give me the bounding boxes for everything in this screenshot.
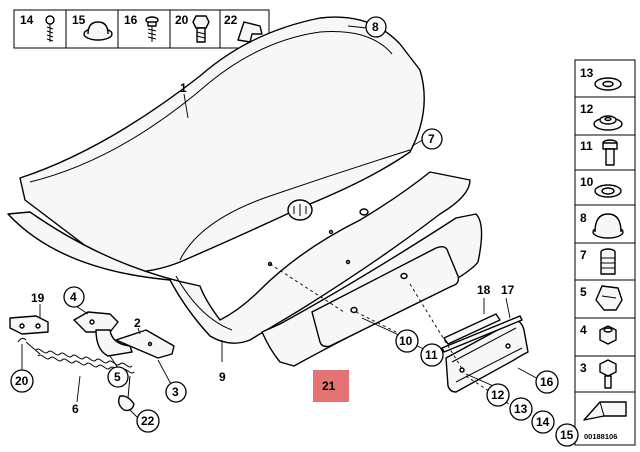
bolt-icon: [602, 139, 618, 166]
trunk-lid: [7, 16, 471, 344]
screw-icon: [145, 16, 159, 42]
hex-bolt-icon: [192, 15, 210, 43]
top-legend: 14 15 16 20 22: [13, 9, 270, 49]
callout-circle-3: [165, 381, 187, 403]
side-legend-label-4: 4: [580, 323, 587, 337]
callout-circle-22: [136, 409, 160, 433]
top-legend-label-20: 20: [175, 13, 189, 27]
callout-circle-8: [365, 16, 387, 38]
hex-bolt-icon: [599, 359, 617, 389]
callout-circle-13: [509, 397, 533, 421]
license-bracket: [441, 313, 529, 393]
top-legend-label-22: 22: [224, 13, 238, 27]
nut-icon: [599, 325, 617, 345]
callout-4: 4: [70, 290, 77, 304]
callout-15: 15: [560, 428, 574, 442]
callout-circle-12: [486, 383, 510, 407]
screw-icon: [45, 15, 55, 42]
callout-17: 17: [501, 283, 515, 297]
callout-12: 12: [491, 388, 505, 402]
callout-3: 3: [172, 385, 179, 399]
callout-1: 1: [180, 81, 187, 95]
callout-circle-10: [395, 329, 419, 353]
callout-19: 19: [31, 291, 45, 305]
top-legend-label-15: 15: [72, 13, 86, 27]
side-legend-label-5: 5: [580, 285, 587, 299]
top-legend-label-14: 14: [20, 13, 34, 27]
callout-circle-5: [107, 366, 129, 388]
side-legend-label-8: 8: [580, 211, 587, 225]
callout-16: 16: [540, 375, 554, 389]
highlight-box: [313, 370, 349, 402]
grommet-icon: [593, 115, 623, 131]
callout-22: 22: [141, 414, 155, 428]
rubber-buffer-icon: [600, 248, 616, 275]
callout-circle-4: [63, 286, 85, 308]
spring-assembly: [9, 311, 175, 412]
callout-21: 21: [322, 379, 336, 393]
side-legend-label-11: 11: [580, 139, 593, 153]
callout-14: 14: [536, 415, 550, 429]
callout-circle-20: [10, 369, 34, 393]
callout-circle-16: [535, 370, 559, 394]
callout-11: 11: [425, 348, 438, 362]
top-legend-label-16: 16: [124, 13, 138, 27]
callout-8: 8: [372, 20, 379, 34]
callout-circle-11: [420, 343, 444, 367]
callout-20: 20: [15, 374, 29, 388]
callout-10: 10: [399, 334, 413, 348]
cap-icon: [592, 213, 624, 239]
side-legend-label-12: 12: [580, 102, 594, 116]
callout-circle-14: [531, 410, 555, 434]
washer-icon: [594, 184, 622, 198]
callout-circle-15: [555, 423, 579, 447]
document-id: 00188106: [584, 432, 617, 441]
plug-icon: [83, 21, 113, 41]
callout-13: 13: [514, 402, 528, 416]
callout-9: 9: [219, 370, 226, 384]
callout-7: 7: [428, 132, 435, 146]
callout-6: 6: [72, 402, 79, 416]
side-legend: 13 12 11 10 8 7 5 4 3: [574, 59, 636, 446]
side-legend-label-10: 10: [580, 175, 594, 189]
callout-18: 18: [477, 283, 491, 297]
clip-icon: [595, 285, 623, 311]
side-legend-label-3: 3: [580, 361, 587, 375]
callout-5: 5: [114, 370, 121, 384]
side-legend-label-13: 13: [580, 66, 594, 80]
callouts: 1 2 3 4 5 6 7 8 9 10 11 12 13 14 15 16 1…: [10, 16, 579, 447]
direction-arrow-icon: [583, 401, 627, 421]
callout-circle-7: [421, 128, 443, 150]
side-legend-label-7: 7: [580, 248, 587, 262]
callout-2: 2: [134, 316, 141, 330]
washer-icon: [594, 77, 622, 91]
trim-panel: [261, 213, 483, 367]
